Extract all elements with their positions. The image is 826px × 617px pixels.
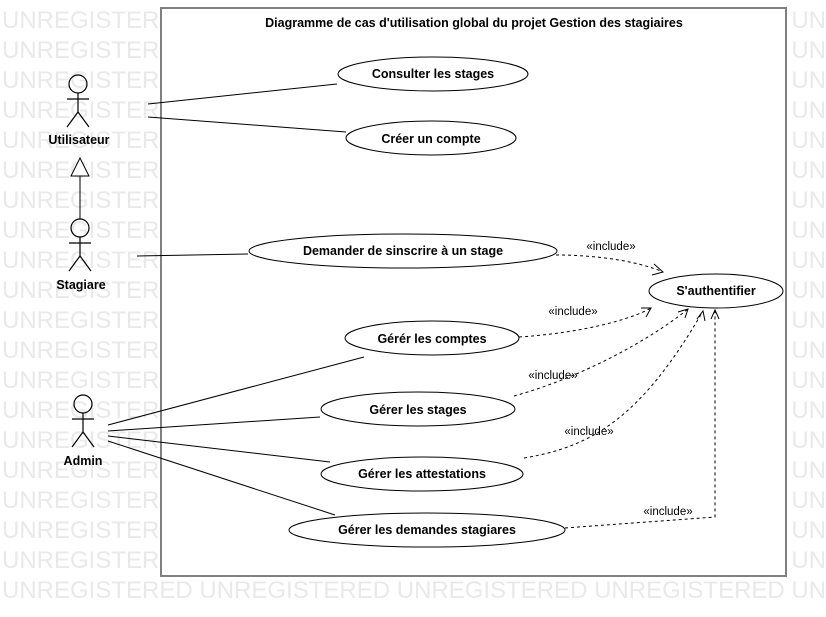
assoc-admin-demandes [107, 440, 336, 516]
diagram-title: Diagramme de cas d'utilisation global du… [265, 16, 683, 30]
stick-figure-icon [68, 218, 92, 272]
stick-figure-icon [66, 74, 90, 128]
actor-label: Utilisateur [48, 133, 109, 147]
actor-utilisateur[interactable]: Utilisateur [48, 74, 110, 147]
actor-label: Stagiare [56, 278, 105, 292]
use-case-gerer-comptes[interactable]: Gérér les comptes [344, 320, 520, 356]
use-case-creer-compte[interactable]: Créer un compte [345, 120, 517, 156]
include-line-comptes [518, 307, 652, 338]
use-case-label: S'authentifier [676, 284, 756, 298]
use-case-gerer-attestations[interactable]: Gérer les attestations [320, 456, 524, 492]
include-label: «include» [643, 506, 692, 518]
use-case-consulter[interactable]: Consulter les stages [337, 56, 529, 92]
include-line-stages [513, 308, 689, 397]
use-case-label: Créer un compte [381, 132, 480, 146]
actor-admin[interactable]: Admin [64, 394, 103, 468]
include-line-demander [555, 254, 664, 273]
include-label: «include» [586, 241, 635, 253]
assoc-stagiare-demander [136, 253, 249, 257]
include-label: «include» [564, 426, 613, 438]
include-line-demandes [564, 310, 716, 529]
include-arrow-icon [641, 307, 652, 318]
assoc-utilisateur-consulter [147, 83, 338, 105]
assoc-utilisateur-creer [147, 116, 347, 133]
use-case-gerer-demandes[interactable]: Gérer les demandes stagiares [288, 512, 566, 548]
use-case-label: Gérer les stages [369, 403, 466, 417]
use-case-label: Gérer les attestations [358, 467, 486, 481]
use-case-label: Consulter les stages [372, 67, 494, 81]
use-case-label: Gérer les demandes stagiares [338, 523, 516, 537]
include-label: «include» [548, 306, 597, 318]
generalization-arrow-icon [70, 156, 90, 177]
assoc-admin-comptes [107, 356, 365, 426]
use-case-authentifier[interactable]: S'authentifier [648, 273, 784, 309]
use-case-label: Gérér les comptes [377, 332, 486, 346]
use-case-demander[interactable]: Demander de sinscrire à un stage [248, 233, 558, 269]
include-label: «include» [528, 370, 577, 382]
include-arrow-icon [651, 263, 665, 276]
include-arrow-icon [696, 309, 706, 322]
use-case-label: Demander de sinscrire à un stage [303, 244, 503, 258]
assoc-admin-stages [107, 416, 321, 432]
include-line-attestations [523, 310, 704, 459]
watermark-text: UNREGISTERED UNREGISTERED UNREGISTERED U… [2, 577, 826, 604]
include-arrow-icon [677, 308, 689, 319]
stick-figure-icon [71, 394, 95, 448]
use-case-gerer-stages[interactable]: Gérer les stages [320, 391, 516, 427]
include-arrow-icon [710, 308, 720, 320]
actor-label: Admin [64, 454, 103, 468]
assoc-admin-attestations [107, 435, 331, 463]
actor-stagiare[interactable]: Stagiare [56, 218, 106, 292]
